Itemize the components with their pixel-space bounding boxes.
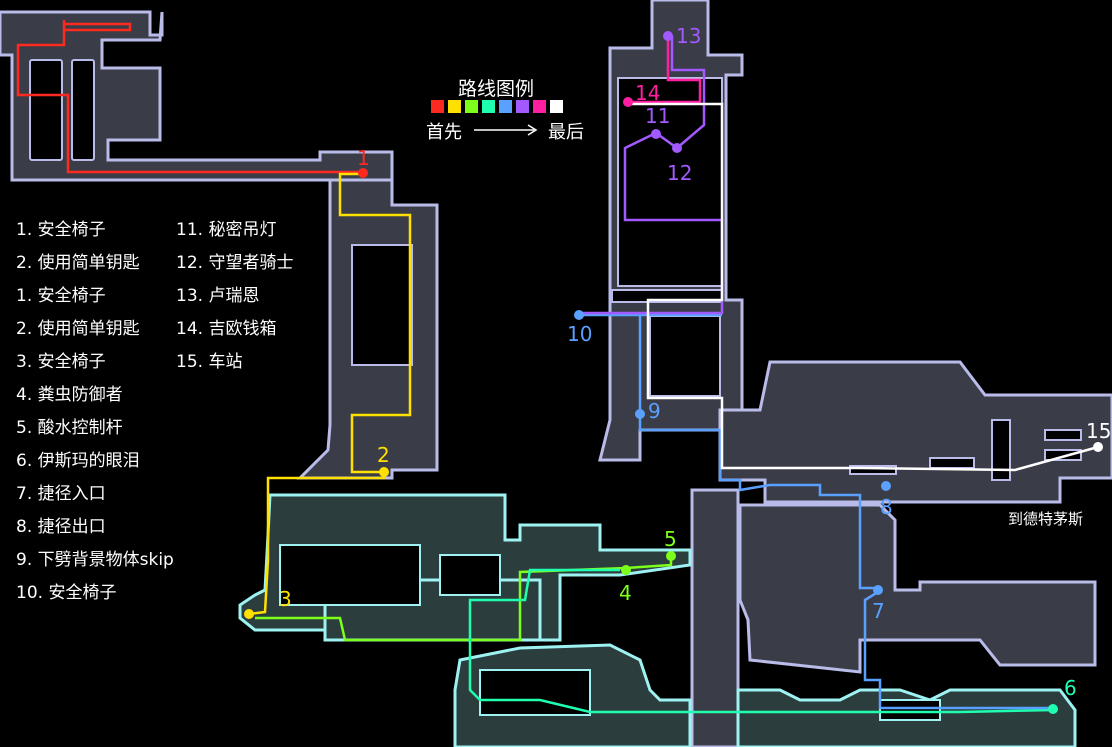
list-item: 2. 使用简单钥匙 xyxy=(16,253,140,273)
checkpoint-list-left: 1. 安全椅子 2. 使用简单钥匙 1. 安全椅子 2. 使用简单钥匙 3. 安… xyxy=(16,214,174,610)
list-item: 2. 使用简单钥匙 xyxy=(16,319,140,339)
marker-13[interactable]: 13 xyxy=(663,24,701,48)
list-item: 8. 捷径出口 xyxy=(16,517,106,537)
list-item: 1. 安全椅子 xyxy=(16,286,106,306)
svg-text:10: 10 xyxy=(567,322,592,346)
marker-2[interactable]: 2 xyxy=(377,443,390,477)
list-item: 13. 卢瑞恩 xyxy=(176,286,260,306)
list-item: 12. 守望者骑士 xyxy=(176,253,294,273)
marker-11[interactable]: 11 xyxy=(645,104,670,139)
svg-text:9: 9 xyxy=(648,399,661,423)
list-item: 7. 捷径入口 xyxy=(16,484,106,504)
svg-text:13: 13 xyxy=(676,24,701,48)
svg-text:1: 1 xyxy=(357,146,370,170)
svg-text:15: 15 xyxy=(1086,419,1111,443)
marker-14[interactable]: 14 xyxy=(623,81,660,107)
list-item: 4. 粪虫防御者 xyxy=(16,385,123,405)
checkpoint-list-right: 11. 秘密吊灯 12. 守望者骑士 13. 卢瑞恩 14. 吉欧钱箱 15. … xyxy=(176,214,293,379)
marker-6[interactable]: 6 xyxy=(1048,676,1077,714)
route-lines xyxy=(16,20,1099,714)
svg-text:5: 5 xyxy=(664,527,677,551)
svg-text:14: 14 xyxy=(635,81,660,105)
route-yellow xyxy=(248,172,412,616)
map-teal-platforms xyxy=(279,544,941,721)
route-red xyxy=(16,20,363,174)
list-item: 14. 吉欧钱箱 xyxy=(176,319,277,339)
marker-7[interactable]: 7 xyxy=(872,585,885,623)
route-white xyxy=(628,102,1099,472)
legend-title: 路线图例 xyxy=(458,78,535,100)
swatch-yellow xyxy=(448,100,461,113)
list-item: 3. 安全椅子 xyxy=(16,352,106,372)
list-item: 6. 伊斯玛的眼泪 xyxy=(16,451,140,471)
room-top-left xyxy=(0,10,394,182)
svg-text:6: 6 xyxy=(1064,676,1077,700)
room-lower-right xyxy=(738,503,1097,674)
svg-text:7: 7 xyxy=(872,599,885,623)
marker-4[interactable]: 4 xyxy=(619,565,632,605)
destination-label: 到德特茅斯 xyxy=(1008,510,1084,528)
arrow-right-icon xyxy=(474,124,538,136)
route-markers: 1 2 3 4 5 6 7 8 9 10 11 12 13 14 15 xyxy=(244,24,1111,714)
swatch-blue xyxy=(499,100,512,113)
marker-3[interactable]: 3 xyxy=(244,587,292,619)
legend-swatches xyxy=(431,100,563,113)
list-item: 1. 安全椅子 xyxy=(16,220,106,240)
marker-1[interactable]: 1 xyxy=(357,146,370,178)
svg-text:11: 11 xyxy=(645,104,670,128)
svg-text:8: 8 xyxy=(880,495,893,519)
legend-last-label: 最后 xyxy=(548,122,584,143)
swatch-teal xyxy=(482,100,495,113)
route-blue xyxy=(580,313,1053,710)
marker-15[interactable]: 15 xyxy=(1086,419,1111,452)
marker-10[interactable]: 10 xyxy=(567,310,592,346)
swatch-green xyxy=(465,100,478,113)
svg-text:2: 2 xyxy=(377,443,390,467)
column-vertical xyxy=(690,488,740,747)
svg-text:12: 12 xyxy=(667,161,692,185)
swatch-pink xyxy=(533,100,546,113)
list-item: 9. 下劈背景物体skip xyxy=(16,550,174,570)
marker-9[interactable]: 9 xyxy=(635,399,661,423)
marker-12[interactable]: 12 xyxy=(667,143,692,185)
svg-text:3: 3 xyxy=(279,587,292,611)
list-item: 5. 酸水控制杆 xyxy=(16,418,123,438)
list-item: 11. 秘密吊灯 xyxy=(176,220,277,240)
swatch-red xyxy=(431,100,444,113)
map-platforms xyxy=(29,59,1082,481)
marker-8[interactable]: 8 xyxy=(880,481,893,519)
svg-text:4: 4 xyxy=(619,581,632,605)
route-pink xyxy=(628,35,702,104)
route-green xyxy=(255,556,673,642)
list-item: 10. 安全椅子 xyxy=(16,583,117,603)
list-item: 15. 车站 xyxy=(176,352,243,372)
route-teal xyxy=(468,568,1054,714)
swatch-white xyxy=(550,100,563,113)
marker-5[interactable]: 5 xyxy=(664,527,677,561)
swatch-purple xyxy=(516,100,529,113)
legend-first-label: 首先 xyxy=(426,122,462,143)
